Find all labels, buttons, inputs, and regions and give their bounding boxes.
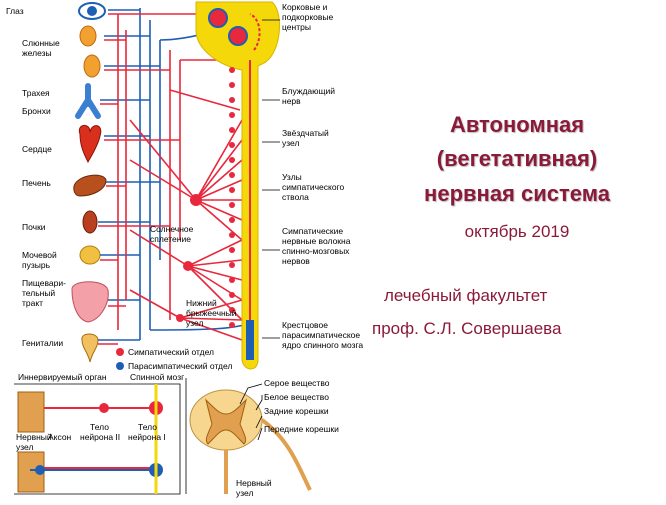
legend-parasympathetic-dot: [116, 362, 124, 370]
inset-body2-a: Тело: [90, 422, 109, 432]
inset-anterior: Передние корешки: [264, 424, 339, 434]
label-sacral-1: Крестцовое: [282, 320, 328, 330]
inset-innervated: Иннервируемый орган: [18, 372, 107, 382]
label-kidneys: Почки: [22, 222, 46, 232]
label-genitals: Гениталии: [22, 338, 63, 348]
trachea-bronchi-icon: [75, 83, 101, 119]
digestive-tract-icon: [71, 281, 109, 323]
liver-icon: [73, 174, 107, 197]
spinal-cord: [195, 1, 280, 370]
inset-axon: Аксон: [48, 432, 72, 442]
label-salivary-1: Слюнные: [22, 38, 60, 48]
inset-posterior: Задние корешки: [264, 406, 329, 416]
label-nodes-3: ствола: [282, 192, 309, 202]
title-line-2: (вегетативная): [436, 146, 598, 171]
inset-body1-b: нейрона I: [128, 432, 166, 442]
label-vagus-1: Блуждающий: [282, 86, 335, 96]
genitals-icon: [81, 333, 99, 363]
title-line-1: Автономная: [449, 112, 585, 137]
nerve-pathways: [98, 8, 259, 345]
label-digestive-2: тельный: [22, 288, 55, 298]
legend-sympathetic: Симпатический отдел: [128, 347, 214, 357]
label-solar-1: Солнечное: [150, 224, 194, 234]
bladder-icon: [79, 245, 101, 265]
sacral-nucleus: [246, 320, 254, 360]
sympathetic-chain: [176, 67, 235, 328]
brain-shape: [195, 1, 280, 370]
label-nodes-1: Узлы: [282, 172, 302, 182]
legend: Симпатический отдел Парасимпатический от…: [116, 347, 232, 371]
label-fibers-4: нервов: [282, 256, 310, 266]
inset-node-2: узел: [16, 442, 33, 452]
organ-labels: Глаз Слюнные железы Трахея Бронхи Сердце…: [6, 6, 66, 348]
label-solar-2: сплетение: [150, 234, 191, 244]
label-sacral-3: ядро спинного мозга: [282, 340, 363, 350]
label-heart: Сердце: [22, 144, 52, 154]
inset-body2-b: нейрона II: [80, 432, 120, 442]
faculty: лечебный факультет: [384, 286, 548, 305]
legend-parasympathetic: Парасимпатический отдел: [128, 361, 232, 371]
label-bladder-1: Мочевой: [22, 250, 57, 260]
inset-bottom-node-2: узел: [236, 488, 253, 498]
inset-node-1: Нервный: [16, 432, 52, 442]
label-nodes-2: симпатического: [282, 182, 344, 192]
cord-cross-section: Серое вещество Белое вещество Задние кор…: [185, 378, 339, 498]
label-vagus-2: нерв: [282, 96, 301, 106]
label-cortical-3: центры: [282, 22, 311, 32]
label-liver: Печень: [22, 178, 51, 188]
label-mesenteric-1: Нижний: [186, 298, 217, 308]
label-bronchi: Бронхи: [22, 106, 51, 116]
label-fibers-2: нервные волокна: [282, 236, 351, 246]
inset-gray: Серое вещество: [264, 378, 330, 388]
label-stellate-2: узел: [282, 138, 299, 148]
cortical-center-upper: [208, 8, 228, 28]
label-mesenteric-2: брыжеечный: [186, 308, 237, 318]
salivary-gland-icon: [79, 25, 97, 47]
salivary-gland-icon-2: [83, 54, 101, 78]
label-digestive-3: тракт: [22, 298, 43, 308]
inset-body1-a: Тело: [138, 422, 157, 432]
cortical-center-lower: [228, 26, 248, 46]
inset-spinal-cord: Спинной мозг: [130, 372, 184, 382]
author: проф. С.Л. Совершаева: [372, 319, 562, 338]
heart-icon: [78, 125, 102, 164]
label-stellate-1: Звёздчатый: [282, 128, 329, 138]
gray-matter: [205, 398, 247, 445]
label-mesenteric-3: узел: [186, 318, 203, 328]
inset-organ-top: [17, 391, 45, 433]
label-fibers-1: Симпатические: [282, 226, 343, 236]
kidney-icon: [82, 210, 98, 234]
label-eye: Глаз: [6, 6, 24, 16]
mesenteric-node: [183, 261, 193, 271]
neuron-body-2: [99, 403, 109, 413]
label-salivary-2: железы: [22, 48, 52, 58]
label-trachea: Трахея: [22, 88, 50, 98]
organ-icons: [71, 2, 109, 363]
label-cortical-1: Корковые и: [282, 2, 328, 12]
inset-bottom-node-1: Нервный: [236, 478, 272, 488]
label-digestive-1: Пищевари-: [22, 278, 66, 288]
legend-sympathetic-dot: [116, 348, 124, 356]
label-fibers-3: спинно-мозговых: [282, 246, 350, 256]
structure-labels: Корковые и подкорковые центры Блуждающий…: [150, 2, 363, 350]
solar-plexus-node: [190, 194, 202, 206]
label-bladder-2: пузырь: [22, 260, 51, 270]
presentation-date: октябрь 2019: [464, 222, 570, 241]
inset-white: Белое вещество: [264, 392, 329, 402]
title-line-3: нервная система: [424, 181, 610, 206]
label-cortical-2: подкорковые: [282, 12, 334, 22]
neuron-inset: Иннервируемый орган Спинной мозг Нервный…: [14, 372, 184, 495]
label-sacral-2: парасимпатическое: [282, 330, 360, 340]
